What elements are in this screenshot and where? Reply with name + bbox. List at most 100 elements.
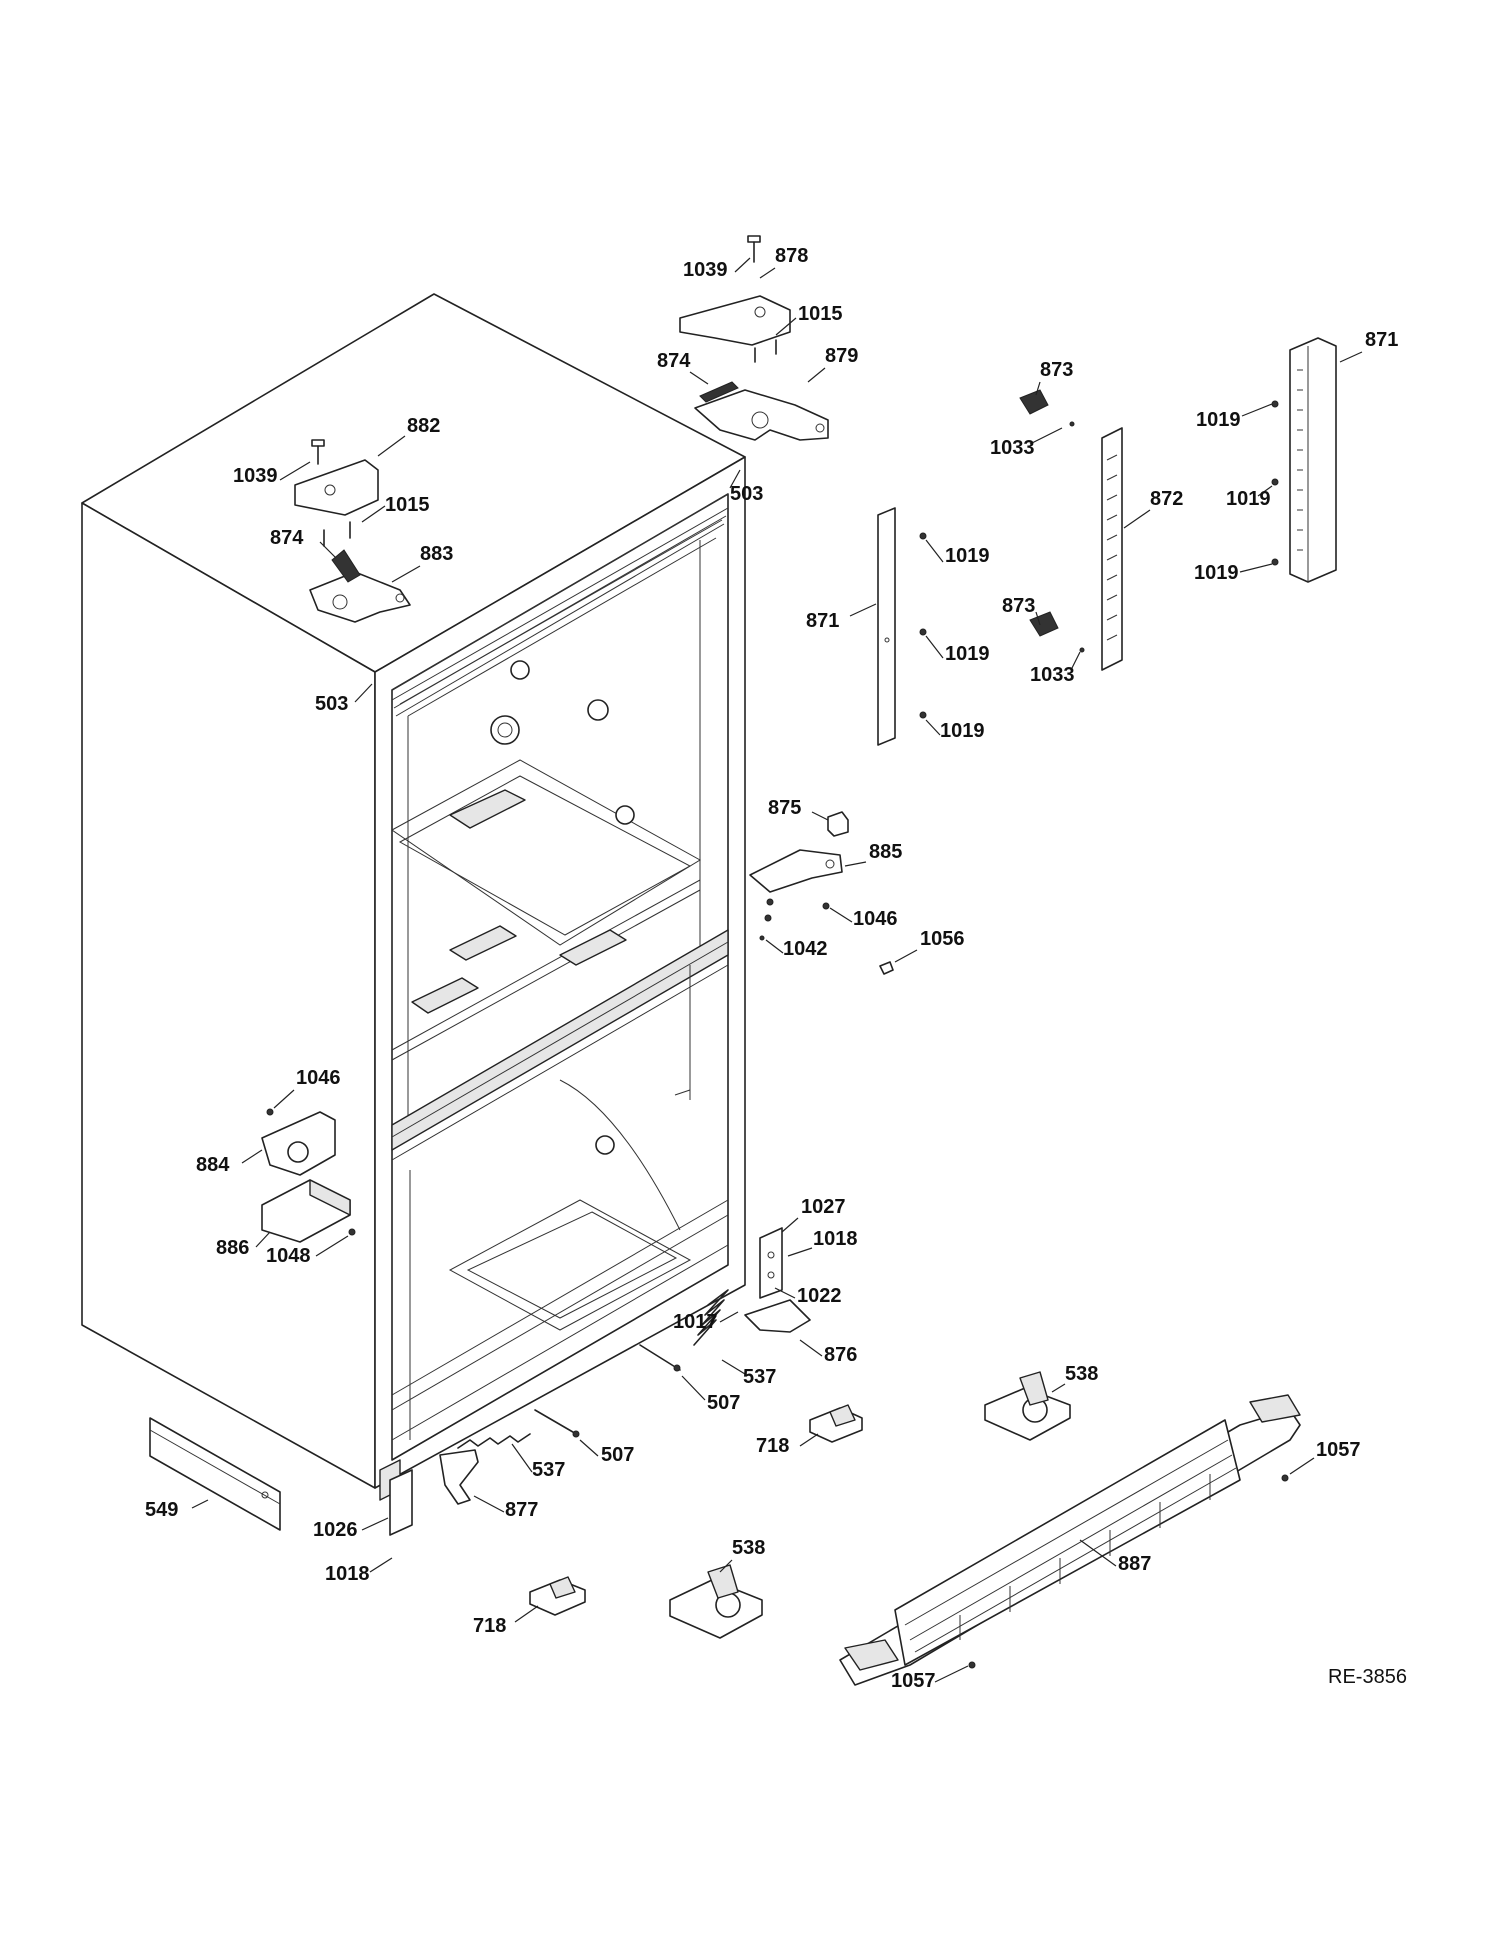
rail-871-right [1289,337,1337,583]
part-label-882: 882 [407,415,440,437]
callout-leader [775,317,797,336]
reference-code: RE-3856 [1328,1666,1407,1688]
callout-leader [734,257,751,273]
callout-leader [377,435,406,457]
callout-leader [799,1433,819,1447]
callout-leader [774,1287,796,1299]
callout-leader [925,635,944,659]
part-label-1046: 1046 [853,908,898,930]
callout-leader [829,907,853,923]
rail-871-left [877,507,896,746]
hinge-cover-882 [294,459,379,516]
callout-leader [844,861,867,867]
callout-leader [579,1439,599,1457]
callout-leader [849,603,877,617]
callout-leader [1339,351,1363,363]
part-label-1019: 1019 [945,545,990,567]
screws-rail [919,400,1279,719]
part-label-1018: 1018 [813,1228,858,1250]
part-label-1042: 1042 [783,938,828,960]
part-label-873: 873 [1040,359,1073,381]
bracket-886 [261,1179,351,1243]
rod-507-upper [639,1344,681,1372]
callout-leader [354,683,373,703]
screw-1056 [879,961,894,975]
part-label-878: 878 [775,245,808,267]
part-label-873: 873 [1002,595,1035,617]
callout-leader [781,1217,799,1233]
callout-leader [319,541,337,559]
part-label-503: 503 [315,693,348,715]
part-label-538: 538 [732,1537,765,1559]
screws-left-middle [266,1108,356,1236]
part-label-884: 884 [196,1154,230,1176]
hinge-876 [744,1299,811,1333]
part-label-1015: 1015 [798,303,843,325]
part-label-507: 507 [601,1444,634,1466]
part-label-1039: 1039 [683,259,728,281]
part-label-1057: 1057 [1316,1439,1361,1461]
part-label-1033: 1033 [1030,664,1075,686]
rail-872 [1101,427,1123,671]
refrigerator-cabinet [81,293,746,1501]
callout-leader [1029,427,1063,445]
part-label-1017: 1017 [673,1311,718,1333]
callout-leader [787,1247,813,1257]
callout-leader [729,469,741,489]
callout-leader [473,1495,505,1513]
part-label-1019: 1019 [940,720,985,742]
part-label-1015: 1015 [385,494,430,516]
screws-grille [968,1474,1289,1669]
hinge-884 [261,1111,336,1176]
part-label-1019: 1019 [1194,562,1239,584]
part-label-1019: 1019 [945,643,990,665]
part-label-874: 874 [270,527,304,549]
spring-537-upper [693,1289,729,1346]
callout-leader [934,1665,969,1683]
callout-leader [925,719,941,736]
hinge-877 [439,1449,479,1505]
callout-leader [391,565,421,583]
part-label-874: 874 [657,350,691,372]
screws-middle [759,898,830,941]
hinge-pin-875 [827,811,849,837]
callout-leader [811,811,829,821]
part-label-875: 875 [768,797,801,819]
part-label-879: 879 [825,345,858,367]
callout-leader [1239,563,1273,573]
callout-leader [719,1311,739,1323]
hinge-screw-1039-left [311,439,325,465]
part-label-718: 718 [473,1615,506,1637]
pad-718-lower [529,1576,586,1616]
grille-887 [839,1394,1301,1686]
callout-leader [807,367,826,383]
pad-718-upper [809,1404,863,1443]
part-label-1033: 1033 [990,437,1035,459]
hinge-bracket-1027 [759,1227,783,1299]
hinge-cover-878 [679,295,791,346]
callout-leader [719,1559,733,1573]
callout-leader [279,461,311,481]
callout-leader [1241,403,1273,417]
part-label-507: 507 [707,1392,740,1414]
callout-leader [689,371,709,385]
part-label-883: 883 [420,543,453,565]
part-label-537: 537 [743,1366,776,1388]
part-label-537: 537 [532,1459,565,1481]
callout-leader [1257,485,1273,497]
callout-leader [369,1557,393,1573]
hinge-screw-1039-top [747,235,761,263]
part-label-1057: 1057 [891,1670,936,1692]
callout-leader [1123,509,1151,529]
callout-leader [799,1339,823,1357]
hinge-883 [309,549,411,623]
callout-leader [361,505,386,523]
callout-leader [759,267,776,279]
part-label-538: 538 [1065,1363,1098,1385]
callout-leader [1035,611,1041,626]
part-label-718: 718 [756,1435,789,1457]
callout-leader [765,939,784,954]
part-label-871: 871 [1365,329,1398,351]
hinge-pin-1015-top [754,339,777,363]
